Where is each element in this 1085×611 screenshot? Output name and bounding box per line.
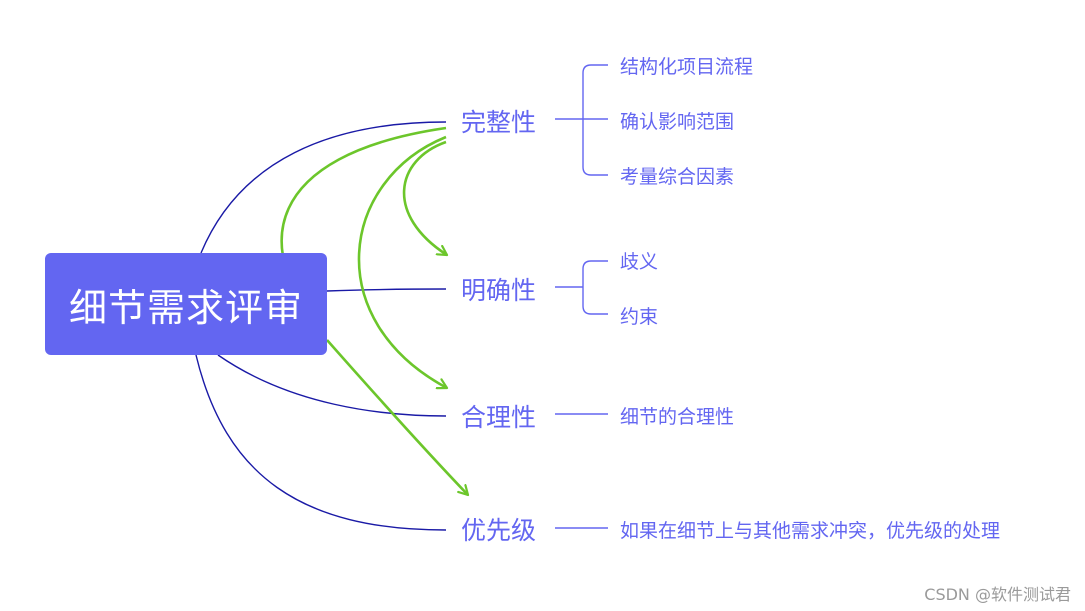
connector-root-priority (195, 354, 447, 531)
connector-root-completeness (200, 121, 447, 254)
branch-rationality[interactable]: 合理性 (461, 403, 537, 432)
root-node[interactable]: 细节需求评审 (45, 253, 327, 355)
bracket-completeness (582, 64, 608, 176)
arrow-completeness-to-clarity (402, 140, 447, 255)
leaf-impact-scope[interactable]: 确认影响范围 (620, 111, 735, 133)
branch-completeness[interactable]: 完整性 (461, 108, 537, 137)
arrow-completeness-to-rationality (357, 135, 447, 388)
leaf-structured-process[interactable]: 结构化项目流程 (620, 56, 754, 78)
root-node-label: 细节需求评审 (68, 285, 303, 330)
connector-root-rationality (217, 354, 447, 417)
bracket-clarity (582, 260, 608, 315)
leaf-ambiguity[interactable]: 歧义 (620, 251, 659, 273)
branch-clarity[interactable]: 明确性 (461, 276, 537, 305)
leaf-detail-rationality[interactable]: 细节的合理性 (620, 406, 735, 428)
watermark: CSDN @软件测试君 (924, 585, 1071, 604)
leaf-constraint[interactable]: 约束 (620, 306, 659, 328)
arrow-root-to-priority (326, 339, 468, 495)
leaf-overall-factors[interactable]: 考量综合因素 (620, 166, 735, 188)
leaf-priority-handling[interactable]: 如果在细节上与其他需求冲突，优先级的处理 (620, 520, 1001, 542)
connector-root-clarity (326, 288, 447, 292)
branch-priority[interactable]: 优先级 (461, 516, 537, 545)
